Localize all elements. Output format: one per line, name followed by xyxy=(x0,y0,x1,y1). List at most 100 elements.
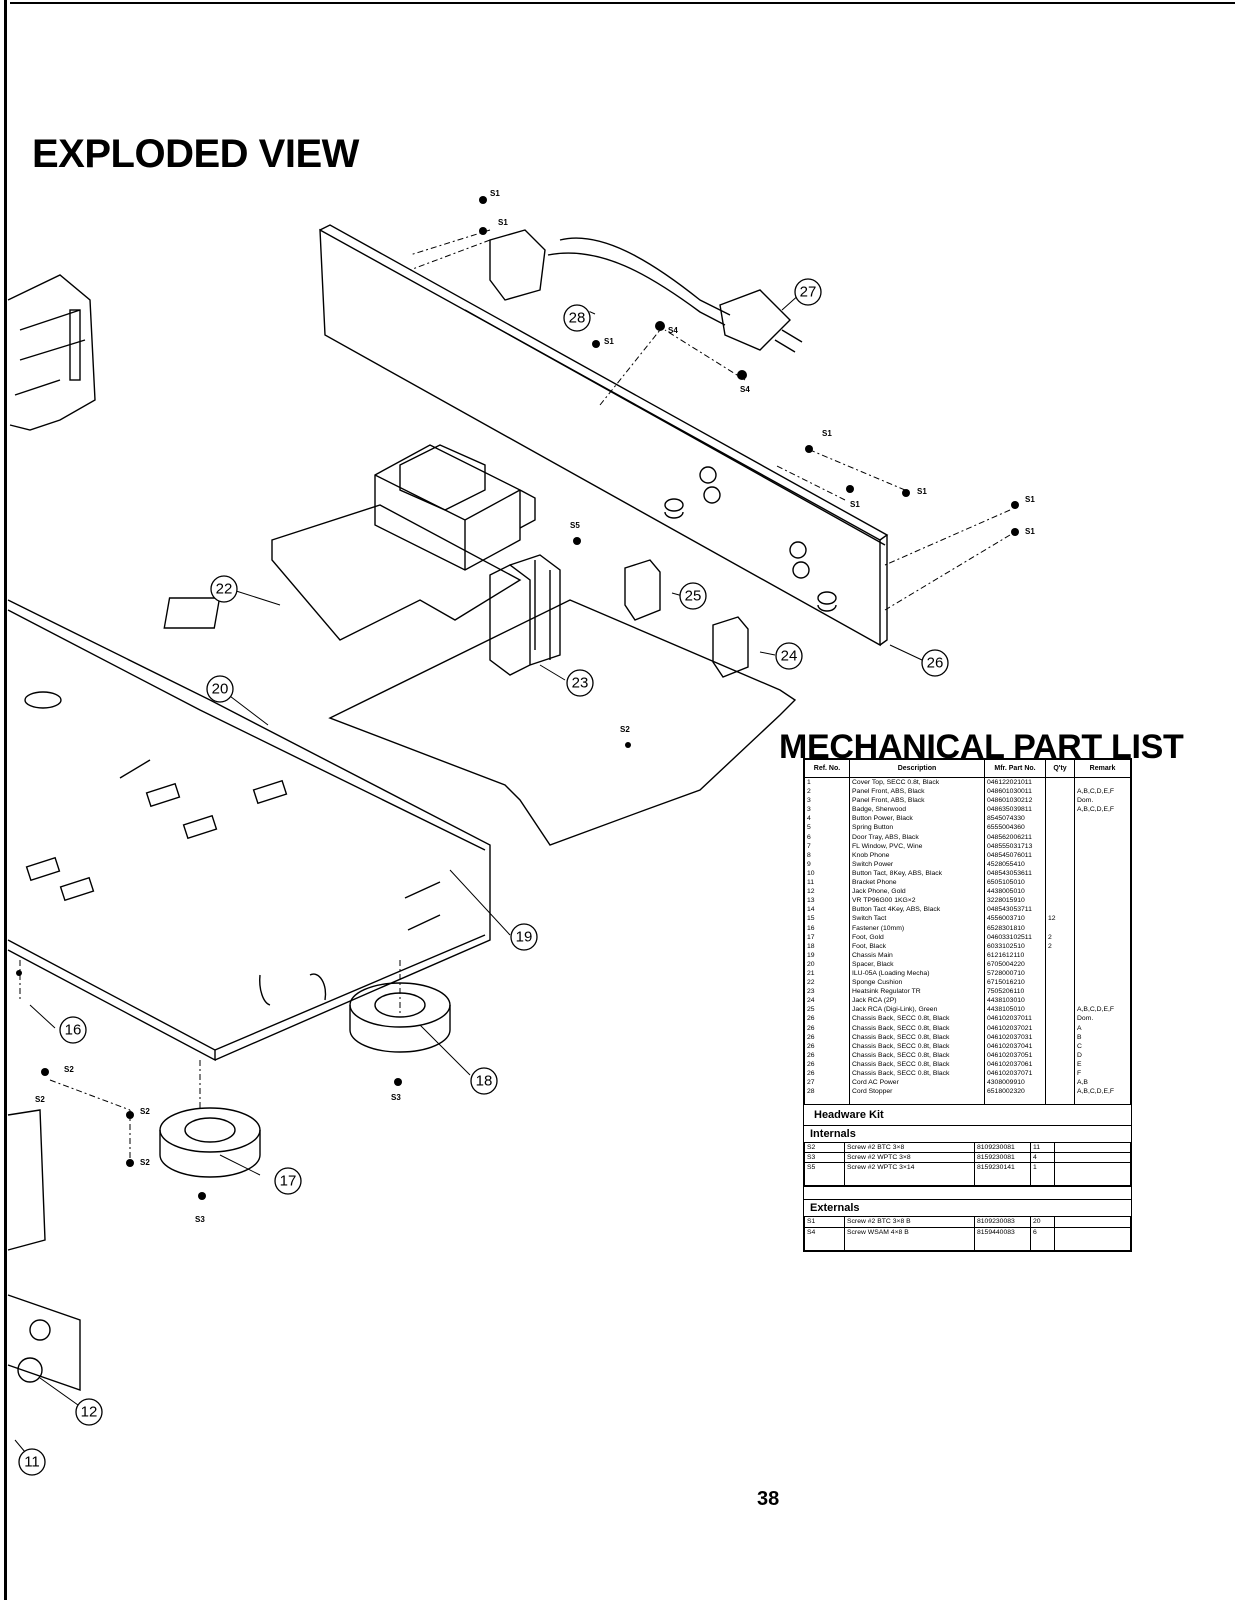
cell-remark: A,B,C,D,E,F xyxy=(1074,1005,1131,1015)
cell-qty xyxy=(1045,1078,1075,1088)
cell-ref: 5 xyxy=(804,823,850,833)
callout-27: 27 xyxy=(794,278,822,306)
cell-qty: 2 xyxy=(1045,932,1075,942)
left-edge-rule xyxy=(4,0,7,1600)
screw-label-s2-a: S2 xyxy=(620,725,630,734)
cell-ref: 6 xyxy=(804,832,850,842)
cell-desc: Spacer, Black xyxy=(849,959,985,969)
screw-label-s4-b: S4 xyxy=(740,385,750,394)
cell-remark xyxy=(1074,905,1131,915)
cell-qty xyxy=(1045,1041,1075,1051)
cell-ref: 12 xyxy=(804,887,850,897)
mechanical-part-list-table: Ref. No. Description Mfr. Part No. Q'ty … xyxy=(803,758,1132,1252)
cell-desc: Knob Phone xyxy=(849,850,985,860)
cell-ref: S4 xyxy=(804,1226,845,1251)
cell-remark xyxy=(1074,914,1131,924)
callout-16: 16 xyxy=(59,1016,87,1044)
svg-text:20: 20 xyxy=(212,681,229,698)
cell-ref: 13 xyxy=(804,896,850,906)
cell-desc: Panel Front, ABS, Black xyxy=(849,796,985,806)
svg-text:27: 27 xyxy=(800,284,817,301)
cell-part: 8159230081 xyxy=(974,1152,1031,1164)
cell-part: 046102037071 xyxy=(984,1069,1046,1079)
cell-desc: Bracket Phone xyxy=(849,878,985,888)
externals-title: Externals xyxy=(804,1199,1131,1216)
cell-desc: FL Window, PVC, Wine xyxy=(849,841,985,851)
col-remark: Remark xyxy=(1074,759,1131,778)
cell-qty xyxy=(1045,859,1075,869)
cell-qty xyxy=(1045,887,1075,897)
cell-desc: Spring Button xyxy=(849,823,985,833)
cell-desc: Cord AC Power xyxy=(849,1078,985,1088)
cell-ref: 21 xyxy=(804,968,850,979)
cell-remark: B xyxy=(1074,1032,1131,1042)
cell-qty: 1 xyxy=(1030,1162,1055,1187)
callout-20: 20 xyxy=(206,675,234,703)
cell-part: 048601030011 xyxy=(984,787,1046,797)
cell-ref: 4 xyxy=(804,814,850,824)
cell-part: 4528055410 xyxy=(984,859,1046,869)
cell-part: 046102037031 xyxy=(984,1032,1046,1042)
cell-qty xyxy=(1045,832,1075,842)
svg-text:23: 23 xyxy=(572,675,589,692)
cell-remark: A xyxy=(1074,1023,1131,1033)
cell-ref: 9 xyxy=(804,859,850,869)
cell-qty: 4 xyxy=(1030,1152,1055,1164)
cell-part: 6555004360 xyxy=(984,823,1046,833)
cell-qty xyxy=(1045,841,1075,851)
cell-qty xyxy=(1045,796,1075,806)
callout-19: 19 xyxy=(510,923,538,951)
screw-label-s1-e: S1 xyxy=(850,500,860,509)
cell-ref: 26 xyxy=(804,1069,850,1079)
cell-part: 046102037061 xyxy=(984,1059,1046,1069)
screw-label-s1-g: S1 xyxy=(1025,495,1035,504)
cell-remark xyxy=(1074,941,1131,951)
cell-qty xyxy=(1045,823,1075,833)
cell-remark: A,B xyxy=(1074,1078,1131,1088)
cell-ref: S1 xyxy=(804,1216,845,1228)
cell-desc: Button Power, Black xyxy=(849,814,985,824)
cell-desc: Screw WSAM 4×8 B xyxy=(844,1226,975,1251)
cell-part: 3228015910 xyxy=(984,896,1046,906)
cell-remark xyxy=(1074,978,1131,988)
cell-remark xyxy=(1074,814,1131,824)
cell-desc: Badge, Sherwood xyxy=(849,805,985,815)
cell-remark: F xyxy=(1074,1069,1131,1079)
cell-part: 6033102510 xyxy=(984,941,1046,951)
cell-ref: 23 xyxy=(804,987,850,997)
cell-desc: Door Tray, ABS, Black xyxy=(849,832,985,842)
cell-desc: Button Tact, 8Key, ABS, Black xyxy=(849,868,985,879)
cell-desc: Switch Power xyxy=(849,859,985,869)
cell-qty xyxy=(1045,896,1075,906)
cell-remark xyxy=(1074,896,1131,906)
cell-ref: S2 xyxy=(804,1142,845,1154)
cell-part: 8159440083 xyxy=(974,1226,1031,1251)
cell-part: 6505105010 xyxy=(984,878,1046,888)
cell-part: 048562006211 xyxy=(984,832,1046,842)
cell-qty xyxy=(1045,1023,1075,1033)
screw-label-s2-c: S2 xyxy=(140,1107,150,1116)
cell-desc: Chassis Back, SECC 0.8t, Black xyxy=(849,1041,985,1051)
svg-text:26: 26 xyxy=(927,655,944,672)
cell-desc: Cord Stopper xyxy=(849,1087,985,1097)
cell-desc: Jack RCA (Digi-Link), Green xyxy=(849,1005,985,1015)
cell-part: 048543053611 xyxy=(984,868,1046,879)
